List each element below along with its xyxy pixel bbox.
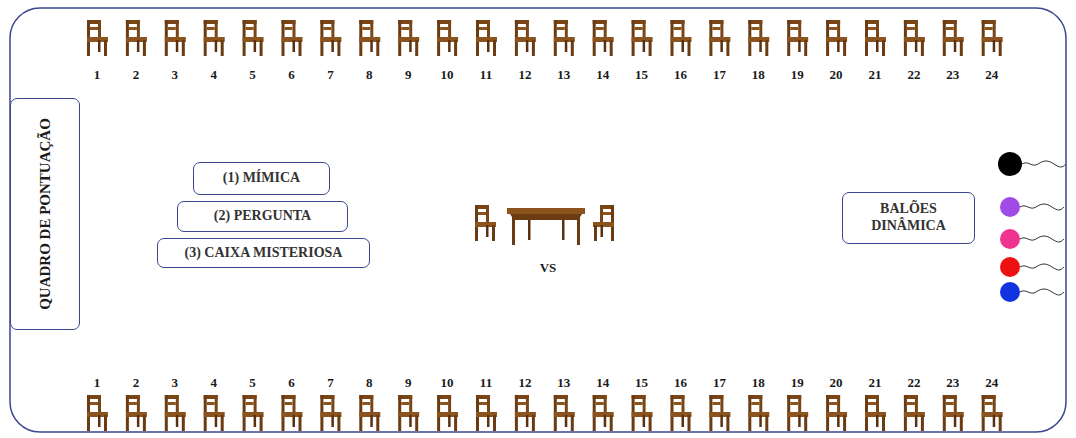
seat-number: 8: [352, 68, 386, 81]
seat-number: 22: [897, 376, 931, 389]
seat-number: 14: [586, 376, 620, 389]
node-label: (2) PERGUNTA: [214, 208, 311, 225]
room-outline: [10, 8, 1066, 432]
seat-number: 23: [936, 68, 970, 81]
seat-number: 18: [741, 68, 775, 81]
seat-number: 2: [119, 68, 153, 81]
node-label: BALÕES DINÂMICA: [848, 201, 969, 235]
seat-number: 16: [664, 68, 698, 81]
seat-number: 10: [430, 376, 464, 389]
chair-rows: [87, 20, 1003, 431]
seat-number: 22: [897, 68, 931, 81]
seat-number: 9: [391, 68, 425, 81]
node-label: QUADRO DE PONTUAÇÃO: [36, 114, 54, 314]
seat-number: 6: [275, 68, 309, 81]
seat-number: 3: [158, 376, 192, 389]
seat-number: 6: [275, 376, 309, 389]
activity-box: (2) PERGUNTA: [177, 201, 348, 232]
seat-number: 8: [352, 376, 386, 389]
seat-number: 21: [858, 68, 892, 81]
activity-box: (3) CAIXA MISTERIOSA: [157, 238, 370, 268]
seat-number: 4: [197, 68, 231, 81]
seat-number: 12: [508, 68, 542, 81]
seat-number: 3: [158, 68, 192, 81]
seat-number: 13: [547, 376, 581, 389]
seat-number: 24: [975, 68, 1009, 81]
seat-number: 9: [391, 376, 425, 389]
seat-number: 20: [819, 376, 853, 389]
dynamic-box: BALÕES DINÂMICA: [842, 192, 975, 244]
seat-number: 12: [508, 376, 542, 389]
node-label: (3) CAIXA MISTERIOSA: [185, 245, 343, 262]
seat-number: 7: [313, 376, 347, 389]
score-board: QUADRO DE PONTUAÇÃO: [10, 98, 80, 330]
seat-number: 15: [625, 376, 659, 389]
seat-number: 1: [80, 68, 114, 81]
seat-number: 19: [780, 68, 814, 81]
seat-number: 17: [702, 68, 736, 81]
vs-table: [475, 205, 614, 245]
seat-number: 7: [313, 68, 347, 81]
seat-number: 14: [586, 68, 620, 81]
activity-box: (1) MÍMICA: [193, 162, 330, 195]
seat-number: 23: [936, 376, 970, 389]
seat-number: 10: [430, 68, 464, 81]
seat-number: 2: [119, 376, 153, 389]
seat-number: 24: [975, 376, 1009, 389]
seat-number: 4: [197, 376, 231, 389]
seat-number: 17: [702, 376, 736, 389]
seat-number: 11: [469, 68, 503, 81]
balloons: [998, 152, 1066, 302]
seat-number: 13: [547, 68, 581, 81]
seat-number: 11: [469, 376, 503, 389]
seat-number: 16: [664, 376, 698, 389]
seat-number: 5: [236, 376, 270, 389]
seat-number: 18: [741, 376, 775, 389]
seat-number: 15: [625, 68, 659, 81]
versus-label: VS: [531, 261, 565, 274]
seat-number: 20: [819, 68, 853, 81]
node-label: (1) MÍMICA: [223, 170, 300, 187]
seat-number: 19: [780, 376, 814, 389]
seat-number: 5: [236, 68, 270, 81]
seat-number: 1: [80, 376, 114, 389]
seat-number: 21: [858, 376, 892, 389]
